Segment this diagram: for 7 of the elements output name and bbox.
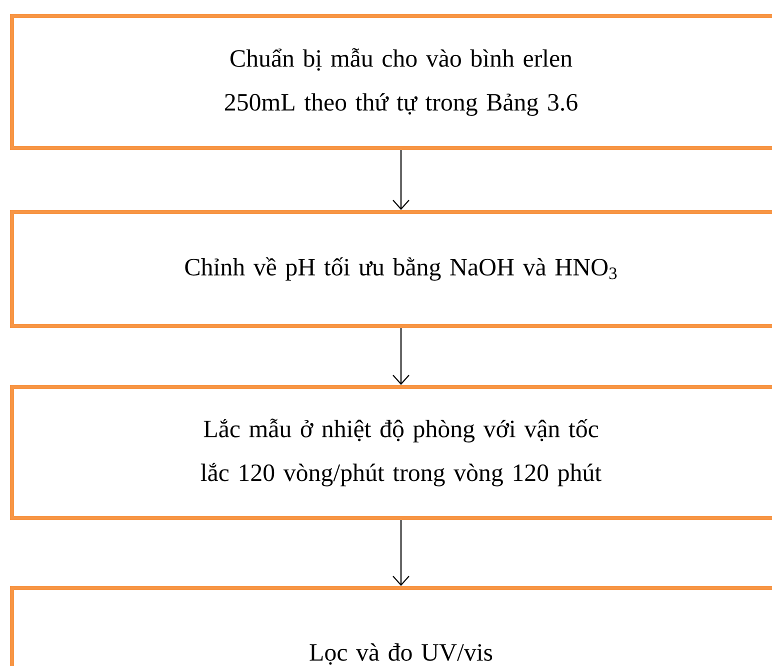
arrow [392,520,410,586]
process-box: Lắc mẫu ở nhiệt độ phòng với vận tốc lắc 120 vòng/phút trong vòng 120 phút [10,385,772,520]
arrow [392,150,410,210]
process-box: Lọc và đo UV/vis [10,586,772,666]
process-box: Chỉnh về pH tối ưu bằng NaOH và HNO$_{3}$ [10,210,772,328]
arrow [392,328,410,385]
process-box: Chuẩn bị mẫu cho vào bình erlen 250mL theo thứ tự trong Bảng 3.6 [10,14,772,150]
